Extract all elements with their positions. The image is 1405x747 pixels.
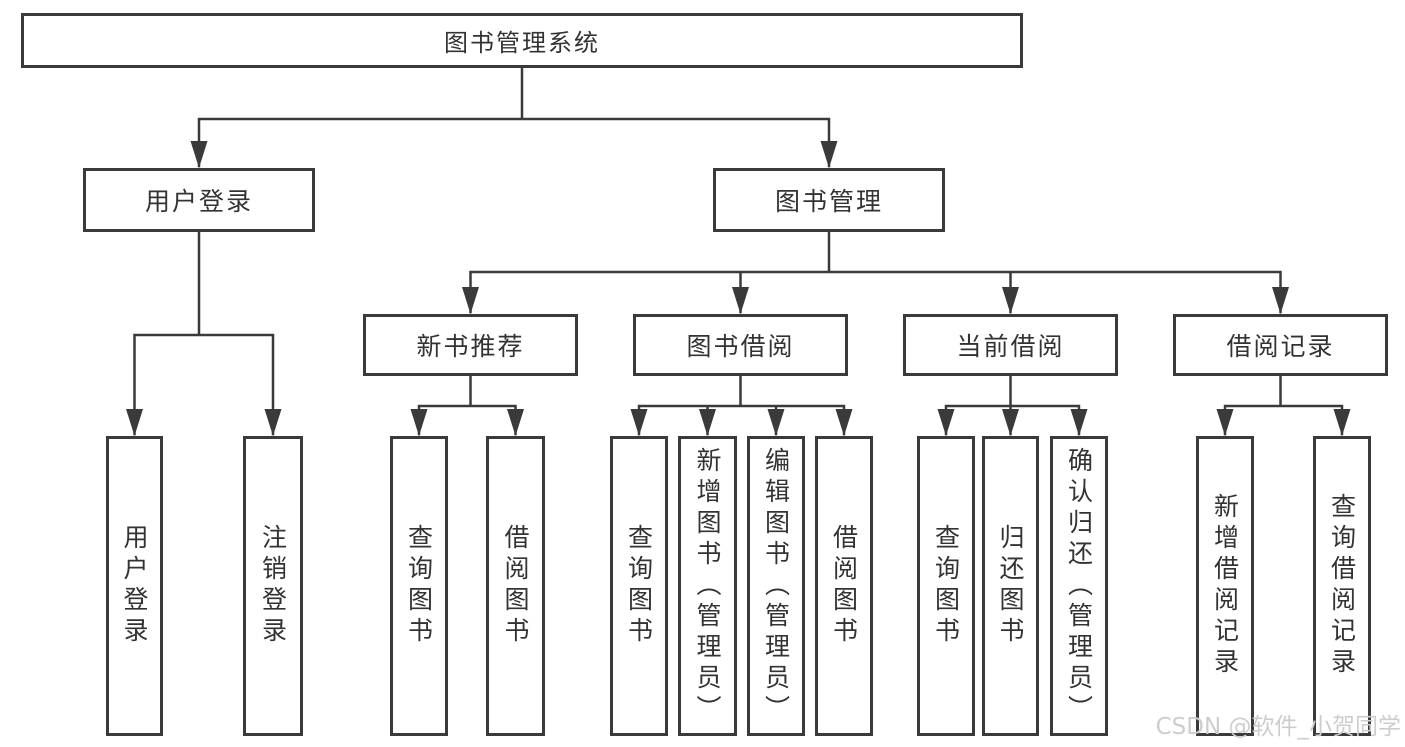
leaf-borrowing-search-book: 查询图书 [610, 436, 668, 736]
leaf-user-login: 用户登录 [106, 436, 163, 736]
node-current-borrowing: 当前借阅 [903, 314, 1118, 376]
node-borrowing-records: 借阅记录 [1173, 314, 1388, 376]
node-user-login-label: 用户登录 [144, 187, 253, 216]
leaf-current-search-book: 查询图书 [917, 436, 975, 736]
leaf-current-confirm-return-admin: 确认归还（管理员） [1050, 436, 1108, 736]
leaf-borrowing-edit-book-admin: 编辑图书（管理员） [747, 436, 805, 736]
node-root-system: 图书管理系统 [21, 13, 1023, 68]
node-root-system-label: 图书管理系统 [444, 29, 600, 57]
node-borrowing-records-label: 借阅记录 [1226, 332, 1335, 361]
leaf-newbooks-search-book: 查询图书 [390, 436, 448, 736]
leaf-logout: 注销登录 [243, 436, 303, 736]
leaf-records-add-record: 新增借阅记录 [1196, 436, 1254, 736]
node-new-book-recommend-label: 新书推荐 [416, 332, 525, 361]
node-book-borrowing-label: 图书借阅 [686, 332, 795, 361]
leaf-newbooks-borrow-book: 借阅图书 [486, 436, 545, 736]
node-current-borrowing-label: 当前借阅 [956, 332, 1065, 361]
node-book-management: 图书管理 [713, 168, 945, 232]
node-book-management-label: 图书管理 [774, 187, 883, 216]
node-user-login: 用户登录 [83, 168, 315, 232]
leaf-borrowing-add-book-admin: 新增图书（管理员） [678, 436, 737, 736]
leaf-current-return-book: 归还图书 [982, 436, 1039, 736]
node-book-borrowing: 图书借阅 [633, 314, 848, 376]
csdn-watermark: CSDN @软件_小贺同学 [1155, 714, 1401, 740]
node-new-book-recommend: 新书推荐 [363, 314, 578, 376]
leaf-borrowing-borrow-book: 借阅图书 [815, 436, 873, 736]
leaf-records-search-record: 查询借阅记录 [1313, 436, 1371, 736]
